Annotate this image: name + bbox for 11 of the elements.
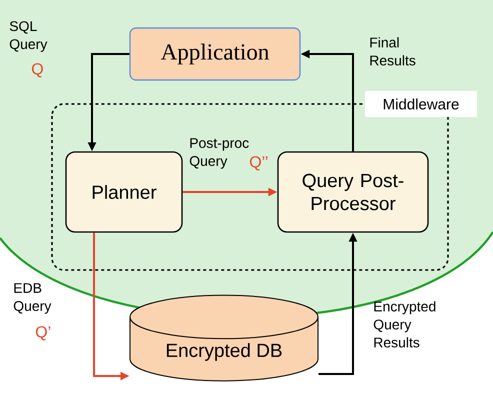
application-box: Application <box>129 27 301 81</box>
process-box: Query Post-Processor <box>277 151 429 233</box>
edge-label: EDB Query <box>14 283 52 314</box>
edge-label: Post-proc Query <box>190 138 249 169</box>
process-box: Planner <box>65 151 183 233</box>
edge-label: Final Results <box>370 37 416 66</box>
database-cylinder: Encrypted DB <box>130 294 318 382</box>
edge-label: SQL Query <box>10 21 48 52</box>
edge-label: Encrypted Query Results <box>374 301 436 348</box>
query-symbol: Q’ <box>36 326 50 340</box>
query-symbol: Q <box>32 63 43 78</box>
